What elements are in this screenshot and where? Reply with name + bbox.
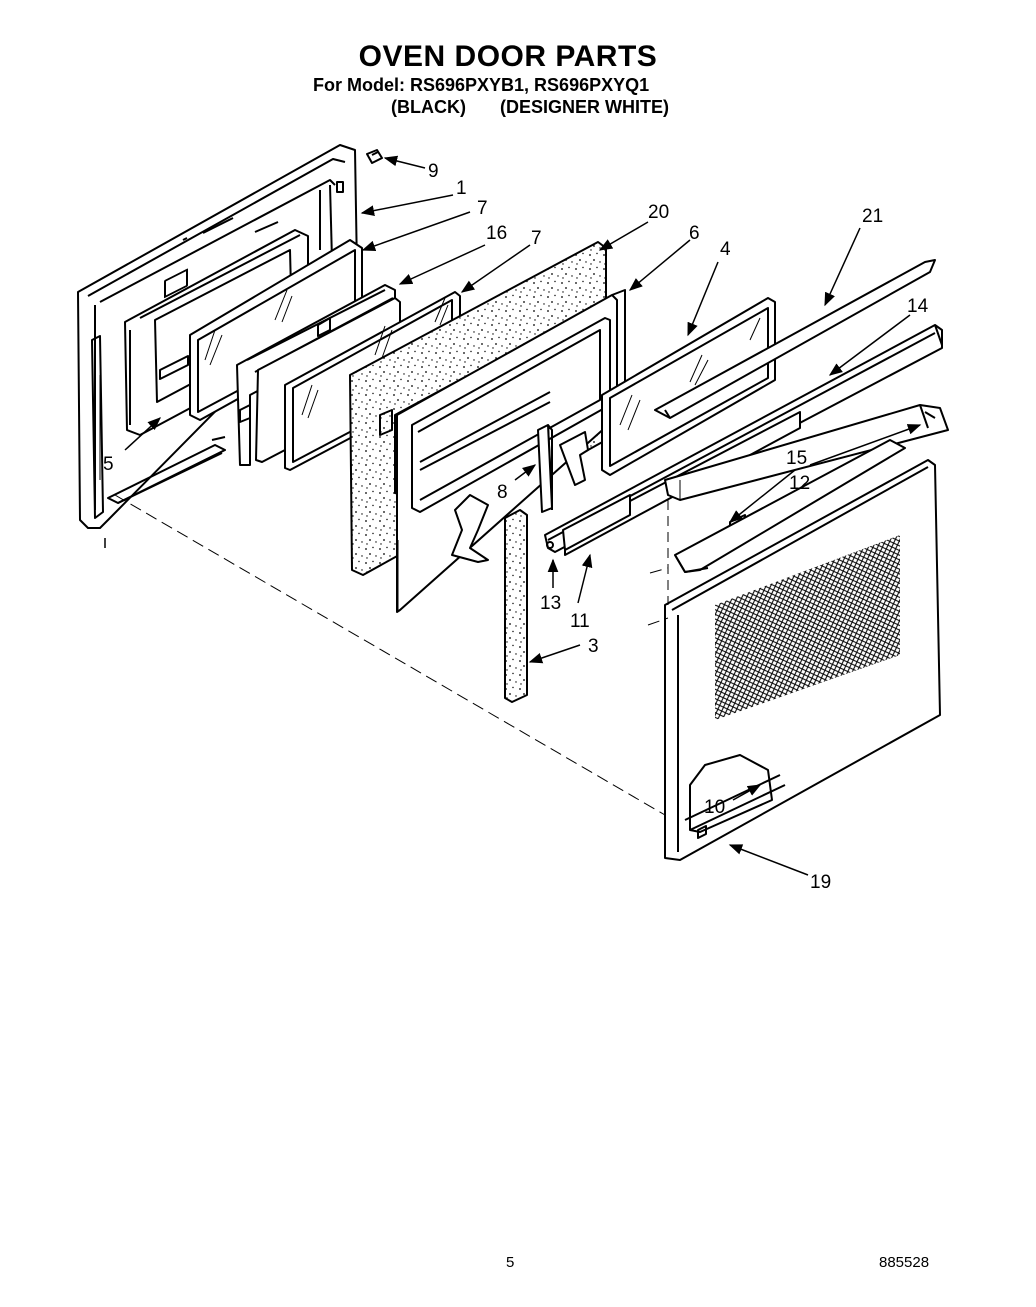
callout-8: 8 (497, 482, 508, 503)
document-number: 885528 (879, 1254, 930, 1271)
page-title: OVEN DOOR PARTS (358, 40, 658, 73)
callout-4: 4 (720, 239, 731, 260)
model-line: For Model: RS696PXYB1, RS696PXYQ1 (313, 75, 650, 95)
callout-6: 6 (689, 223, 700, 244)
page-number: 5 (506, 1254, 515, 1271)
callout-16: 16 (486, 223, 507, 244)
callout-20: 20 (648, 202, 669, 223)
color-black-label: (BLACK) (391, 97, 466, 117)
handle-support-12 (664, 404, 949, 501)
callout-10: 10 (704, 797, 725, 818)
callout-1: 1 (456, 178, 467, 199)
screw-9 (366, 149, 383, 164)
bottom-front-panel-19 (664, 459, 941, 861)
callout-5: 5 (103, 454, 114, 475)
callout-9: 9 (428, 161, 439, 182)
callout-13: 13 (540, 593, 561, 614)
top-trim-21 (654, 259, 936, 419)
callout-14: 14 (907, 296, 929, 317)
callout-12: 12 (789, 473, 810, 494)
callout-21: 21 (862, 206, 883, 227)
callout-7b: 7 (531, 228, 542, 249)
callout-11: 11 (570, 611, 590, 632)
bracket-11 (546, 494, 631, 551)
callout-7a: 7 (477, 198, 488, 219)
side-insulation-3 (504, 509, 528, 703)
callout-19: 19 (810, 872, 831, 893)
color-white-label: (DESIGNER WHITE) (500, 97, 669, 117)
slide-8 (537, 424, 553, 513)
callout-3: 3 (588, 636, 599, 657)
callout-15: 15 (786, 448, 807, 469)
glass-4 (601, 297, 776, 476)
